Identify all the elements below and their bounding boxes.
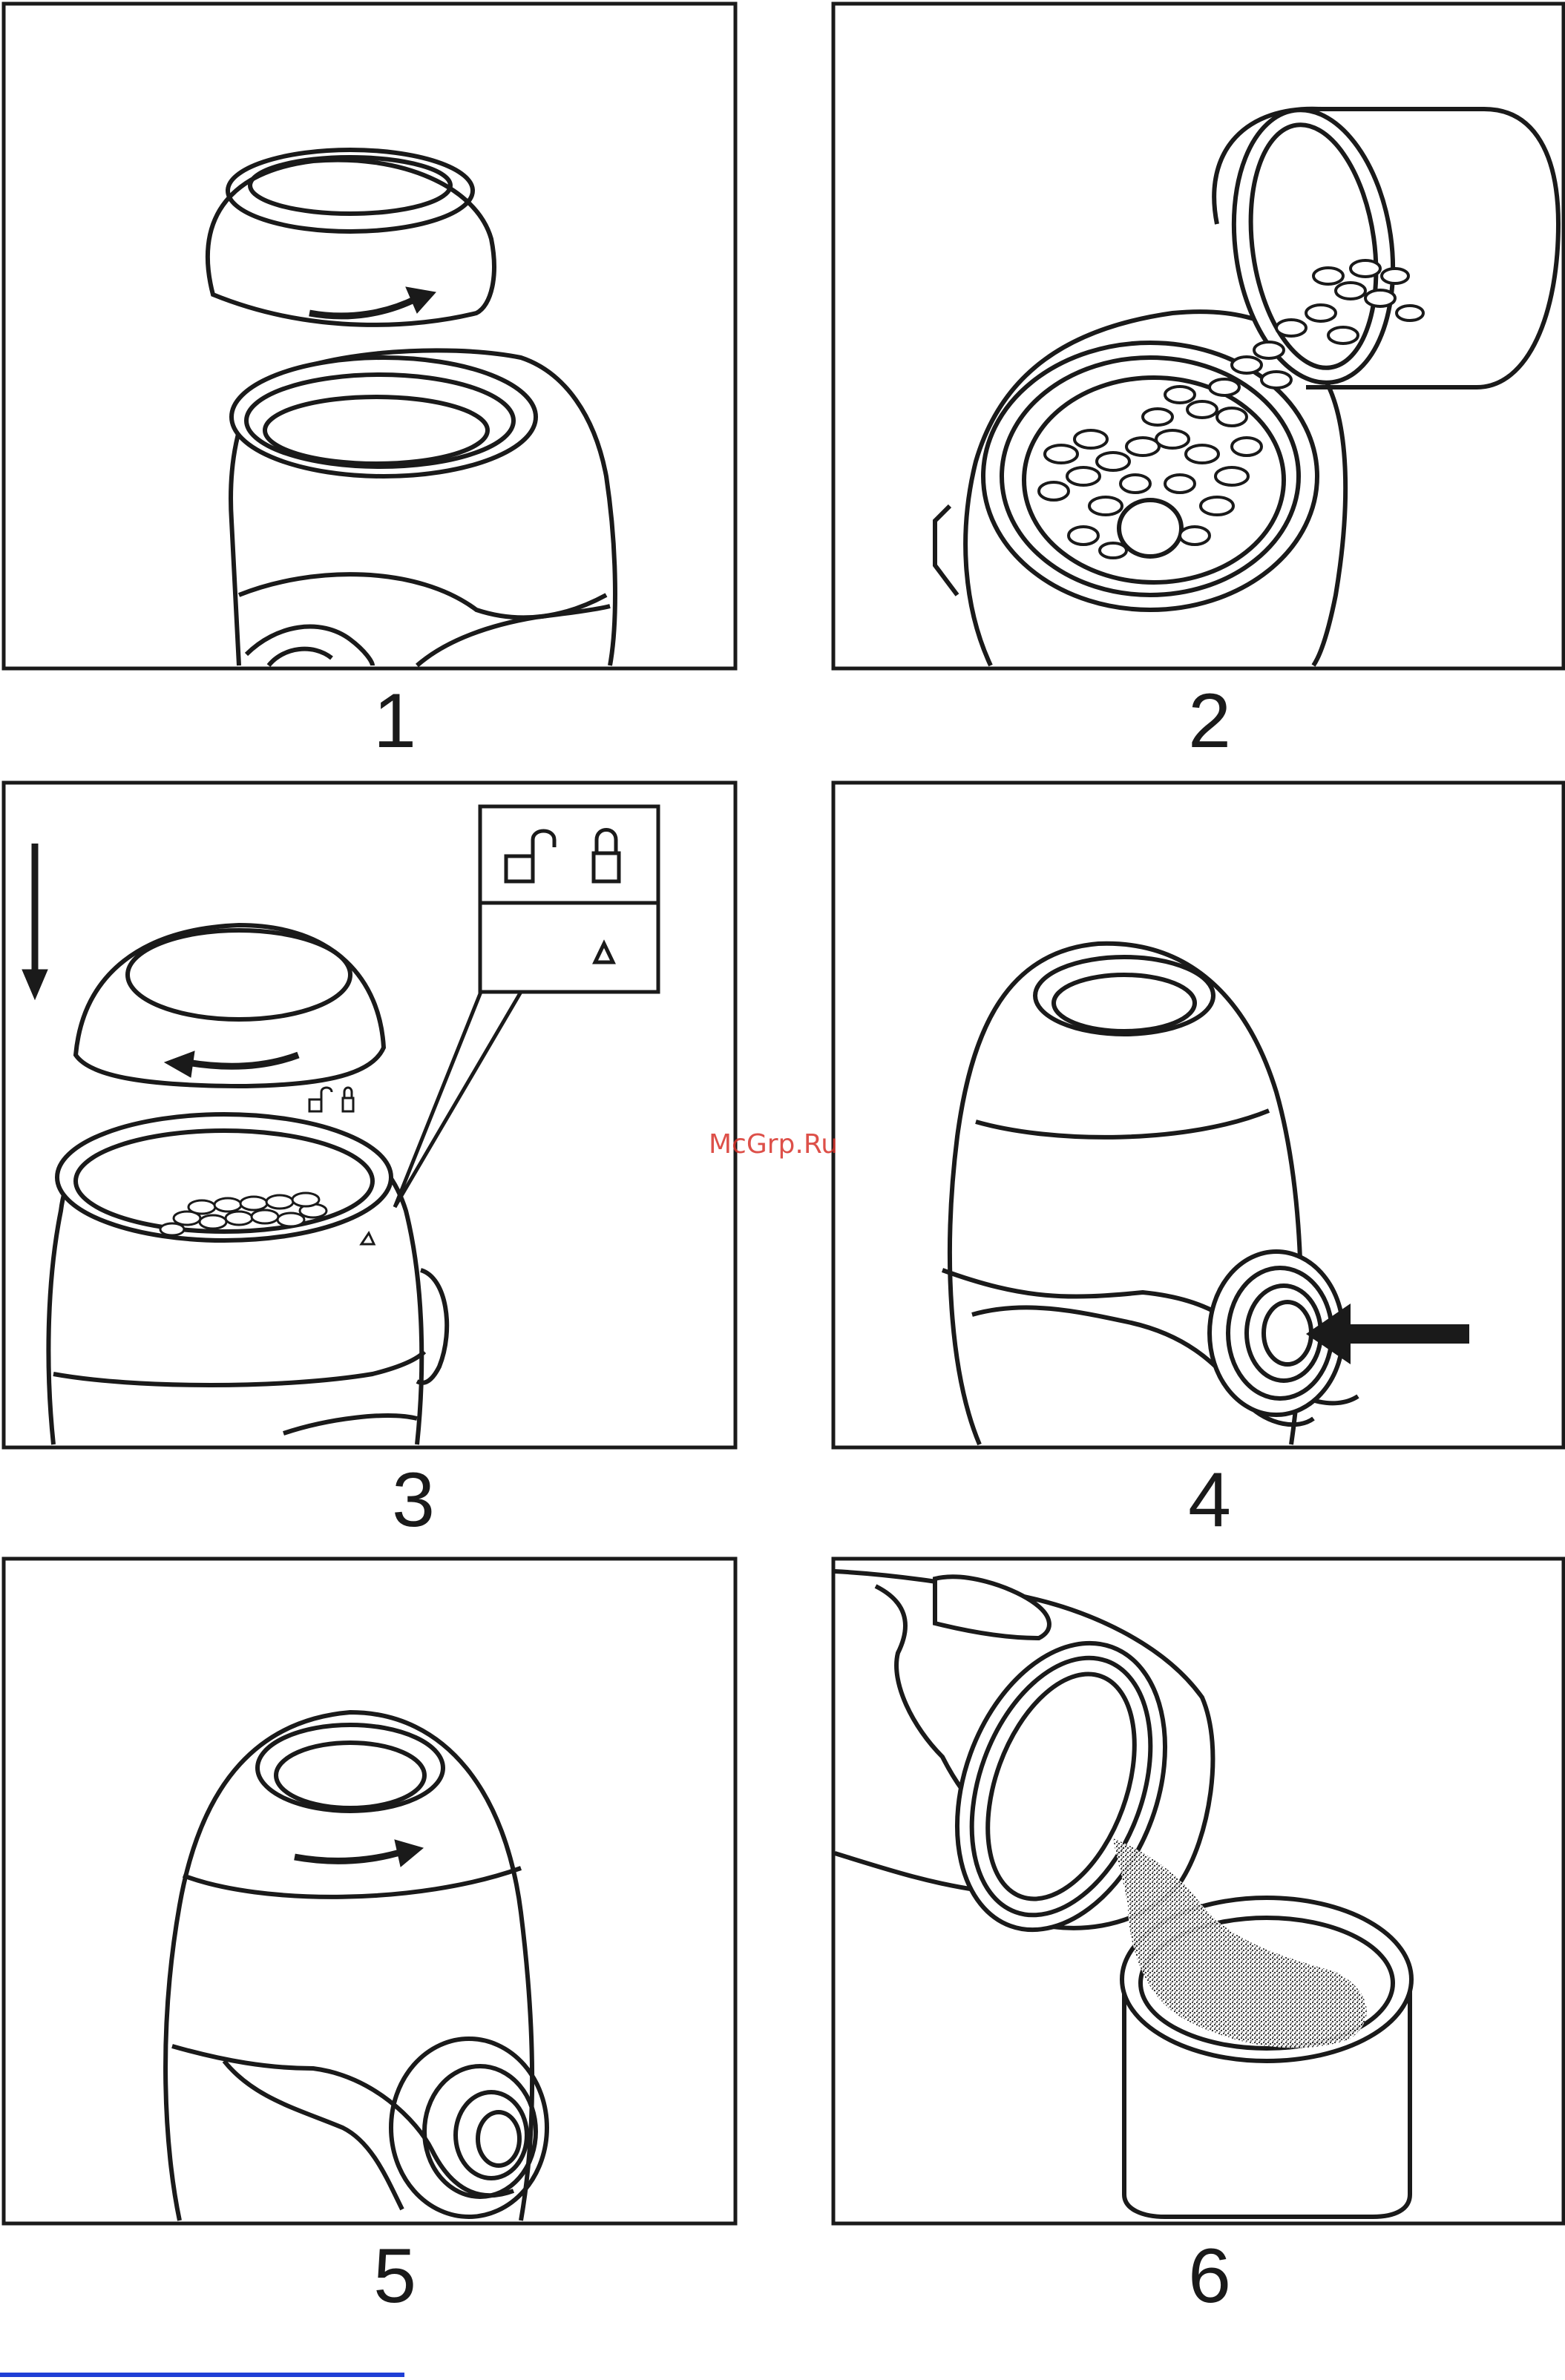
- step-5-panel: 5: [1, 1556, 738, 2226]
- step-1-illustration: [1, 1, 738, 671]
- step-number: 5: [321, 2238, 469, 2315]
- watermark-text: McGrp.Ru: [709, 1129, 838, 1160]
- step-5-illustration: [1, 1556, 738, 2226]
- step-3-illustration: [1, 780, 738, 1450]
- step-4-panel: 4: [831, 780, 1565, 1450]
- step-2-panel: 2: [831, 1, 1565, 671]
- step-1-panel: 1: [1, 1, 738, 671]
- step-2-illustration: [831, 1, 1565, 671]
- step-4-illustration: [831, 780, 1565, 1450]
- step-3-panel: 3: [1, 780, 738, 1450]
- step-number: 6: [1135, 2238, 1284, 2315]
- step-number: 1: [321, 683, 469, 760]
- step-number: 4: [1135, 1462, 1284, 1539]
- footer-link-underline: [0, 2373, 404, 2377]
- step-number: 3: [339, 1462, 488, 1539]
- step-number: 2: [1135, 683, 1284, 760]
- step-6-panel: 6: [831, 1556, 1565, 2226]
- step-6-illustration: [831, 1556, 1565, 2226]
